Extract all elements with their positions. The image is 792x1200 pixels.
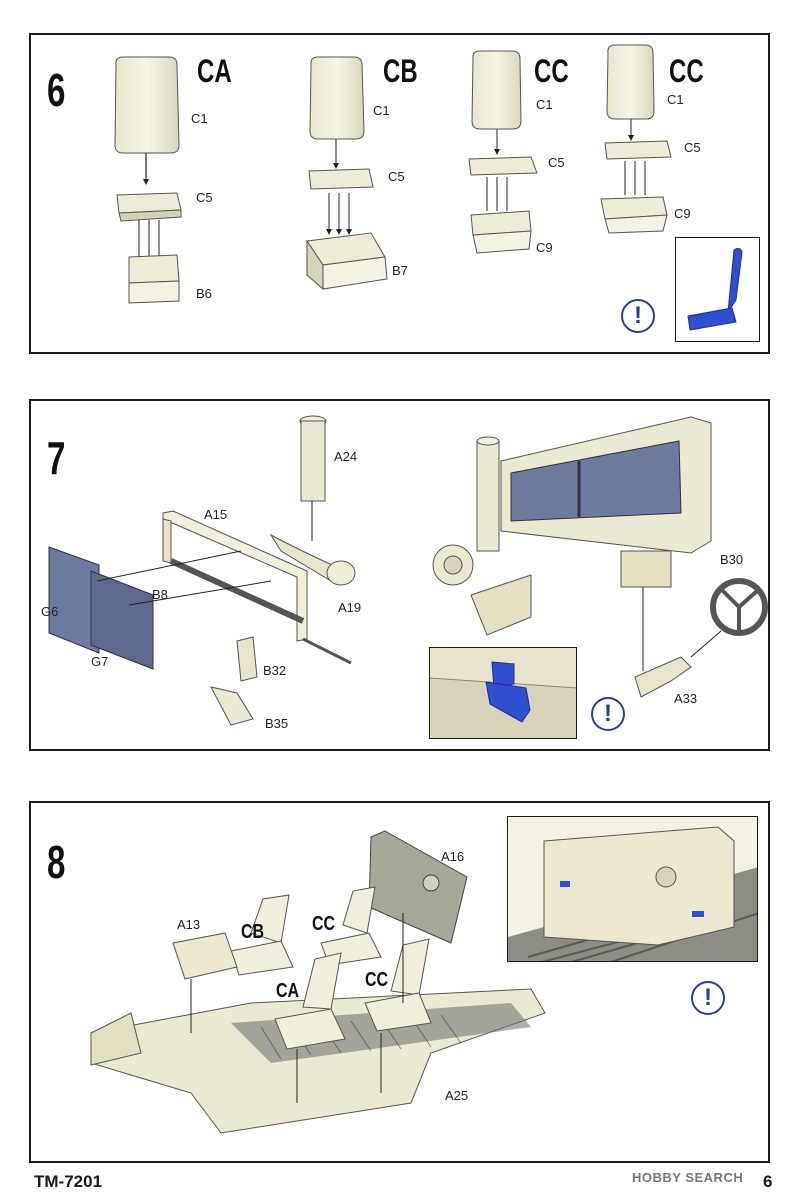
seat-icon [687, 247, 743, 331]
seat-cc-1 [468, 50, 538, 254]
variant-label-cc: CC [365, 969, 389, 991]
warning-icon: ! [591, 697, 625, 731]
variant-label-cc: CC [312, 913, 336, 935]
seat-cc-2 [600, 44, 672, 234]
part-label: G7 [91, 654, 109, 669]
part-label: C5 [388, 169, 405, 184]
variant-label-ca: CA [276, 980, 300, 1002]
warning-icon: ! [691, 981, 725, 1015]
seat-cb [306, 56, 388, 291]
step-7-panel: 7 [29, 399, 770, 751]
part-label: A25 [445, 1088, 469, 1103]
mount-detail-drawing [430, 648, 576, 738]
seat-ca [114, 56, 182, 304]
part-label: C1 [536, 97, 553, 112]
step-6-drawing [114, 44, 672, 304]
part-label: C5 [684, 140, 701, 155]
part-label: C9 [674, 206, 691, 221]
part-label: B8 [152, 587, 168, 602]
variant-label-ca: CA [197, 53, 232, 89]
part-label: A15 [204, 507, 228, 522]
warning-icon: ! [621, 299, 655, 333]
step-8-drawing [90, 830, 546, 1134]
part-label: C1 [191, 111, 208, 126]
product-code: TM-7201 [34, 1172, 103, 1191]
part-label: A24 [334, 449, 358, 464]
step-number: 6 [47, 64, 66, 116]
part-label: A33 [674, 691, 698, 706]
step-number: 8 [47, 836, 66, 888]
part-label: A19 [338, 600, 362, 615]
variant-label-cb: CB [241, 921, 265, 943]
page-number: 6 [763, 1172, 773, 1191]
part-label: B30 [720, 552, 744, 567]
variant-label-cb: CB [383, 53, 418, 89]
seat-detail-inset [675, 237, 760, 342]
floor-detail-drawing [508, 817, 757, 961]
step-7-drawing [48, 415, 768, 726]
part-label: B35 [265, 716, 289, 731]
part-label: C1 [373, 103, 390, 118]
step-number: 7 [47, 432, 66, 484]
part-label: G6 [41, 604, 59, 619]
part-label: C9 [536, 240, 553, 255]
variant-label-cc-2: CC [669, 53, 704, 89]
part-label: C1 [667, 92, 684, 107]
part-label: A13 [177, 917, 201, 932]
floor-detail-inset [507, 816, 758, 962]
step-8-panel: 8 [29, 801, 770, 1163]
part-label: A16 [441, 849, 465, 864]
watermark: HOBBY SEARCH [632, 1170, 744, 1185]
part-label: C5 [196, 190, 213, 205]
mount-detail-inset [429, 647, 577, 739]
part-label: C5 [548, 155, 565, 170]
part-label: B7 [392, 263, 408, 278]
part-label: B32 [263, 663, 287, 678]
part-label: B6 [196, 286, 212, 301]
variant-label-cc-1: CC [534, 53, 569, 89]
step-6-panel: 6 [29, 33, 770, 354]
